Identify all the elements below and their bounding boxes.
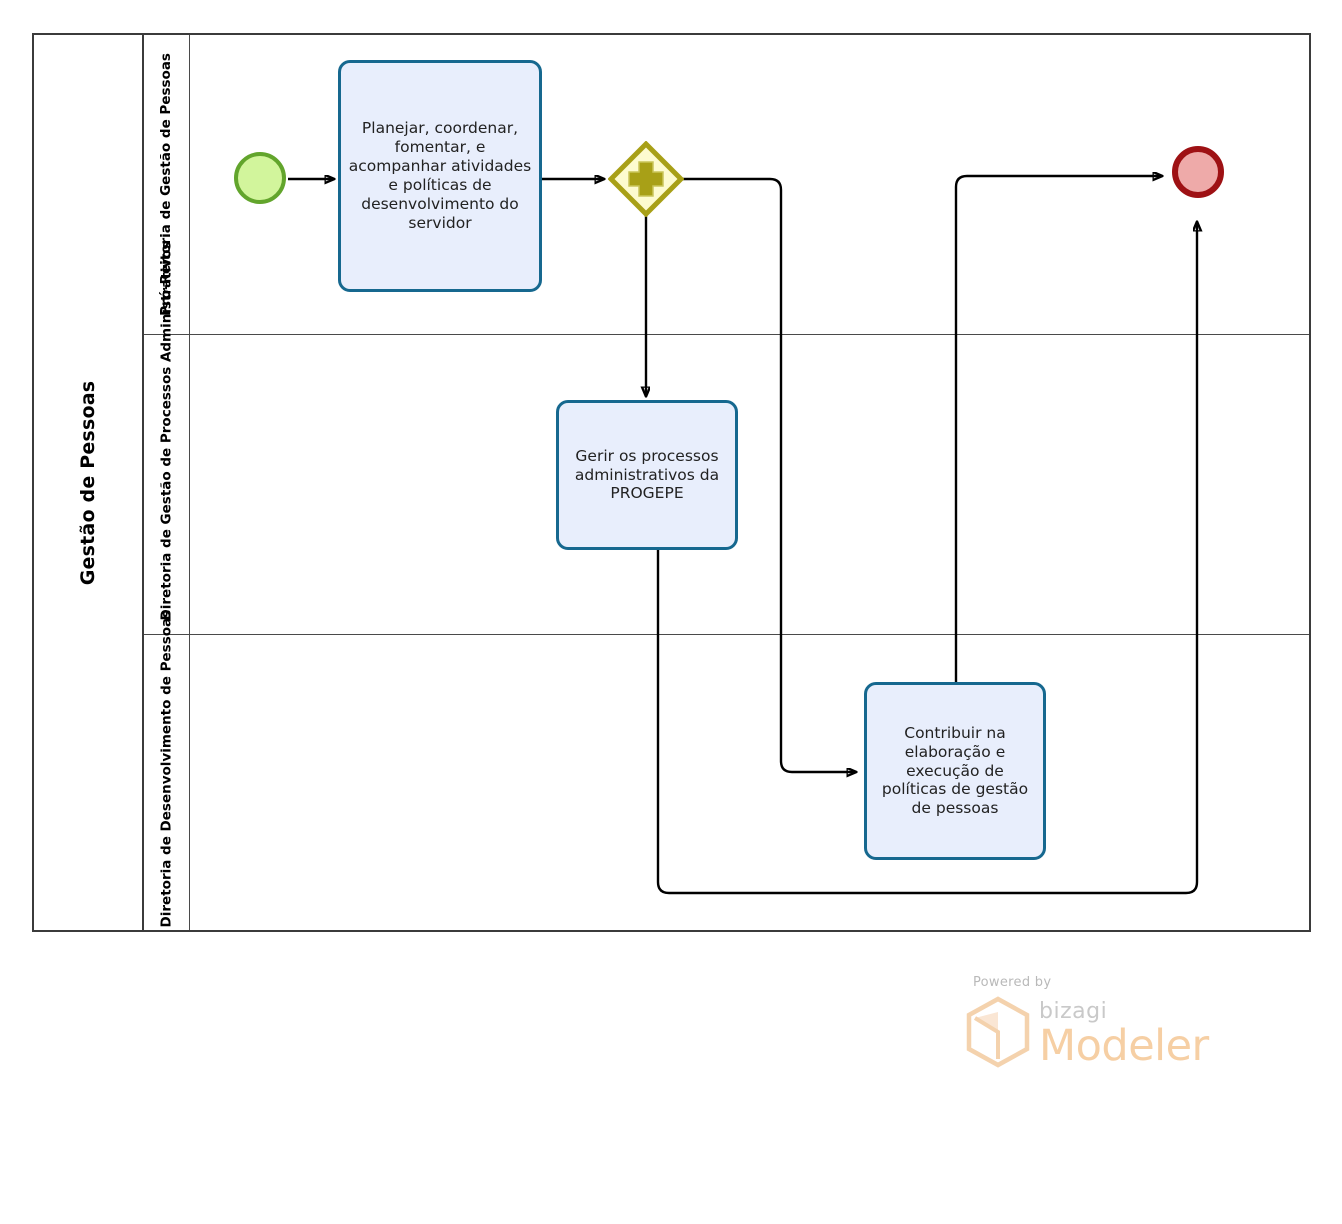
lane-label-processos-administrativos: Diretoria de Gestão de Processos Adminis… [158,241,175,620]
pool-title: Gestão de Pessoas [77,380,100,585]
end-event[interactable] [1172,146,1224,198]
lane-header-pro-reitoria: Pró-Reitoria de Gestão de Pessoas [144,35,190,334]
bizagi-watermark: Powered by bizagi Modeler [965,975,1265,1085]
lane-header-desenvolvimento-pessoas: Diretoria de Desenvolvimento de Pessoas [144,609,190,930]
watermark-product: Modeler [1039,1021,1209,1071]
task-contribuir[interactable]: Contribuir na elaboração e execução de p… [864,682,1046,860]
bizagi-logo-icon [966,996,1030,1068]
watermark-brand: bizagi [1039,999,1108,1024]
task-planejar[interactable]: Planejar, coordenar, fomentar, e acompan… [338,60,542,292]
lane-processos-administrativos: Diretoria de Gestão de Processos Adminis… [144,241,1309,634]
lane-header-processos-administrativos: Diretoria de Gestão de Processos Adminis… [144,241,190,634]
parallel-gateway[interactable] [608,141,684,217]
lane-pro-reitoria: Pró-Reitoria de Gestão de Pessoas [144,35,1309,334]
pool-header: Gestão de Pessoas [34,35,144,930]
task-gerir[interactable]: Gerir os processos administrativos da PR… [556,400,738,550]
watermark-powered-by: Powered by [973,975,1052,990]
lane-desenvolvimento-pessoas: Diretoria de Desenvolvimento de Pessoas [144,609,1309,930]
parallel-plus-icon [628,161,664,197]
lane-label-desenvolvimento-pessoas: Diretoria de Desenvolvimento de Pessoas [158,609,175,927]
start-event[interactable] [234,152,286,204]
